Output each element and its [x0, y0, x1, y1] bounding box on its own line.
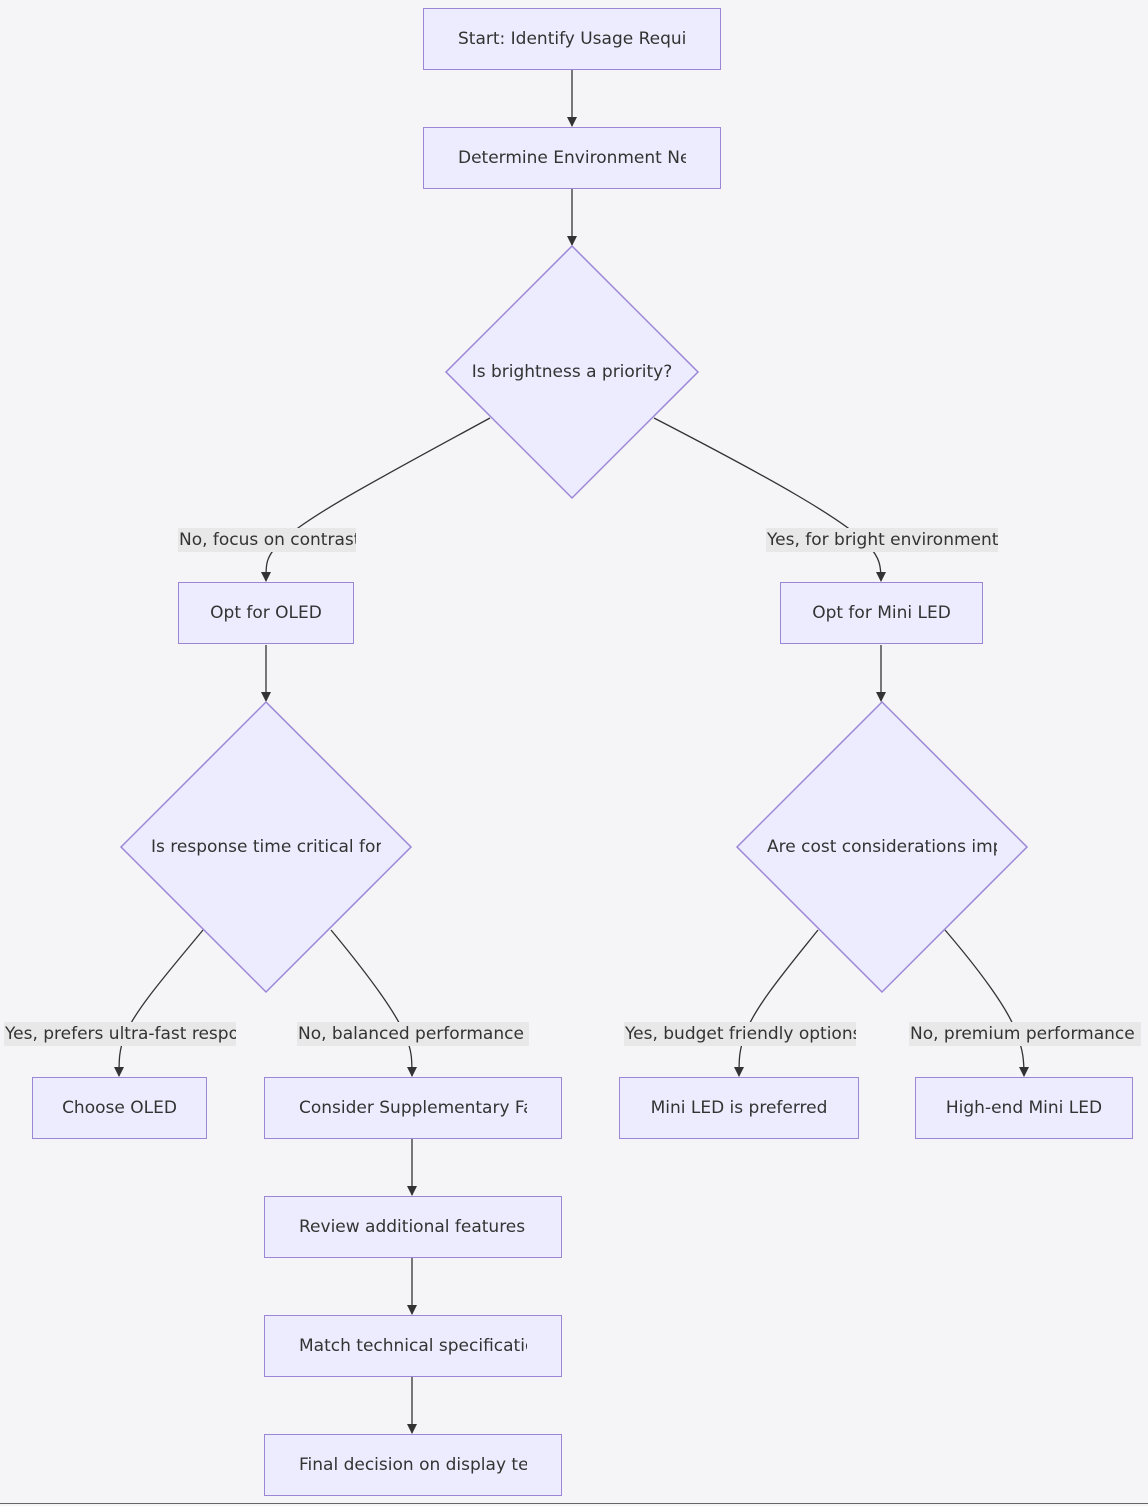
node-opt-miniled-label: Opt for Mini LED — [812, 603, 951, 623]
node-final-decision[interactable]: Final decision on display technology — [264, 1434, 562, 1496]
decision-response-time-shape — [119, 700, 413, 994]
node-review-features-label: Review additional features ( — [299, 1217, 527, 1237]
decision-response-time[interactable]: Is response time critical for — [119, 700, 413, 994]
node-start[interactable]: Start: Identify Usage Requirements — [423, 8, 721, 70]
node-highend-miniled[interactable]: High-end Mini LED — [915, 1077, 1133, 1139]
node-start-label: Start: Identify Usage Requirements — [458, 29, 686, 49]
node-environment[interactable]: Determine Environment Needs — [423, 127, 721, 189]
node-opt-miniled[interactable]: Opt for Mini LED — [780, 582, 983, 644]
bottom-border — [0, 1503, 1148, 1504]
node-miniled-preferred[interactable]: Mini LED is preferred — [619, 1077, 859, 1139]
edge-label-yes-budget: Yes, budget friendly options — [624, 1022, 856, 1046]
node-opt-oled[interactable]: Opt for OLED — [178, 582, 354, 644]
node-final-decision-label: Final decision on display technology — [299, 1455, 527, 1475]
node-environment-label: Determine Environment Needs — [458, 148, 686, 168]
edge-label-no-contrast: No, focus on contrast — [178, 528, 356, 552]
node-miniled-preferred-label: Mini LED is preferred — [650, 1098, 828, 1118]
node-highend-miniled-label: High-end Mini LED — [945, 1098, 1103, 1118]
decision-brightness-label: Is brightness a priority? — [471, 362, 673, 382]
decision-brightness[interactable]: Is brightness a priority? — [444, 244, 700, 500]
edge-label-yes-ultrafast: Yes, prefers ultra-fast response — [4, 1022, 236, 1046]
node-review-features[interactable]: Review additional features ( — [264, 1196, 562, 1258]
decision-cost-shape — [735, 700, 1029, 994]
node-match-specs[interactable]: Match technical specifications — [264, 1315, 562, 1377]
decision-cost[interactable]: Are cost considerations important? — [735, 700, 1029, 994]
edge-label-no-balanced: No, balanced performance needed — [297, 1022, 529, 1046]
node-choose-oled[interactable]: Choose OLED — [32, 1077, 207, 1139]
decision-brightness-shape — [444, 244, 700, 500]
node-opt-oled-label: Opt for OLED — [210, 603, 322, 623]
node-supplementary-label: Consider Supplementary Factors — [299, 1098, 527, 1118]
decision-response-time-label: Is response time critical for — [151, 837, 381, 857]
node-choose-oled-label: Choose OLED — [62, 1098, 177, 1118]
node-match-specs-label: Match technical specifications — [299, 1336, 527, 1356]
node-supplementary[interactable]: Consider Supplementary Factors — [264, 1077, 562, 1139]
decision-cost-label: Are cost considerations important? — [767, 837, 997, 857]
edge-label-yes-bright: Yes, for bright environments — [766, 528, 998, 552]
edge-label-no-premium: No, premium performance is needed — [909, 1022, 1141, 1046]
